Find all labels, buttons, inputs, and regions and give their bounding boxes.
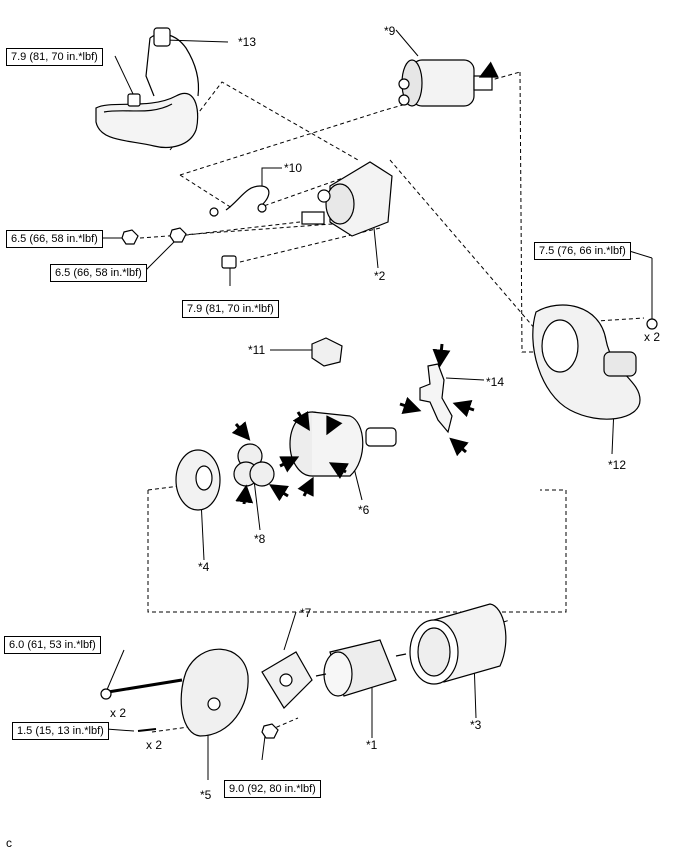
figure-code: c — [6, 836, 12, 850]
starter-housing — [532, 304, 658, 420]
part-label-5: *5 — [200, 788, 212, 802]
part-label-4: *4 — [198, 560, 210, 574]
part-label-11: *11 — [248, 343, 266, 357]
qty-screw: x 2 — [146, 738, 163, 752]
torque-through-bolt: 6.0 (61, 53 in.*lbf) — [4, 636, 101, 654]
leader-lines — [100, 29, 653, 780]
torque-housing-nut: 7.5 (76, 66 in.*lbf) — [534, 242, 631, 260]
fasteners-top — [121, 227, 237, 269]
torque-cable-bolt: 7.9 (81, 70 in.*lbf) — [6, 48, 103, 66]
torque-brush-nut: 9.0 (92, 80 in.*lbf) — [224, 780, 321, 798]
part-label-6: *6 — [358, 503, 370, 517]
magnetic-switch-solenoid — [398, 59, 499, 107]
part-label-10: *10 — [284, 161, 303, 175]
torque-solenoid-bolt: 7.9 (81, 70 in.*lbf) — [182, 300, 279, 318]
torque-nut-left: 6.5 (66, 58 in.*lbf) — [6, 230, 103, 248]
part-label-14: *14 — [486, 375, 505, 389]
qty-through-bolt: x 2 — [110, 706, 127, 720]
brush-holder — [261, 651, 313, 709]
part-label-7: *7 — [300, 606, 312, 620]
starter-clutch — [279, 411, 397, 497]
torque-screw: 1.5 (15, 13 in.*lbf) — [12, 722, 109, 740]
part-label-13: *13 — [238, 35, 257, 49]
planetary-plate — [175, 449, 221, 511]
part-label-1: *1 — [366, 738, 378, 752]
qty-housing-nut: x 2 — [644, 330, 661, 344]
drive-lever — [399, 343, 475, 457]
part-label-8: *8 — [254, 532, 266, 546]
part-label-12: *12 — [608, 458, 627, 472]
armature — [315, 639, 407, 697]
magnetic-switch — [301, 161, 393, 237]
torque-nut-mid: 6.5 (66, 58 in.*lbf) — [50, 264, 147, 282]
planetary-gears — [231, 421, 289, 505]
commutator-end-frame — [180, 648, 249, 737]
fasteners-bottom — [100, 678, 279, 739]
lead-wire — [209, 185, 270, 217]
dust-cover — [311, 337, 343, 367]
part-label-2: *2 — [374, 269, 386, 283]
part-label-9: *9 — [384, 24, 396, 38]
yoke-assembly — [409, 603, 507, 685]
starter-cable — [95, 27, 200, 149]
part-label-3: *3 — [470, 718, 482, 732]
